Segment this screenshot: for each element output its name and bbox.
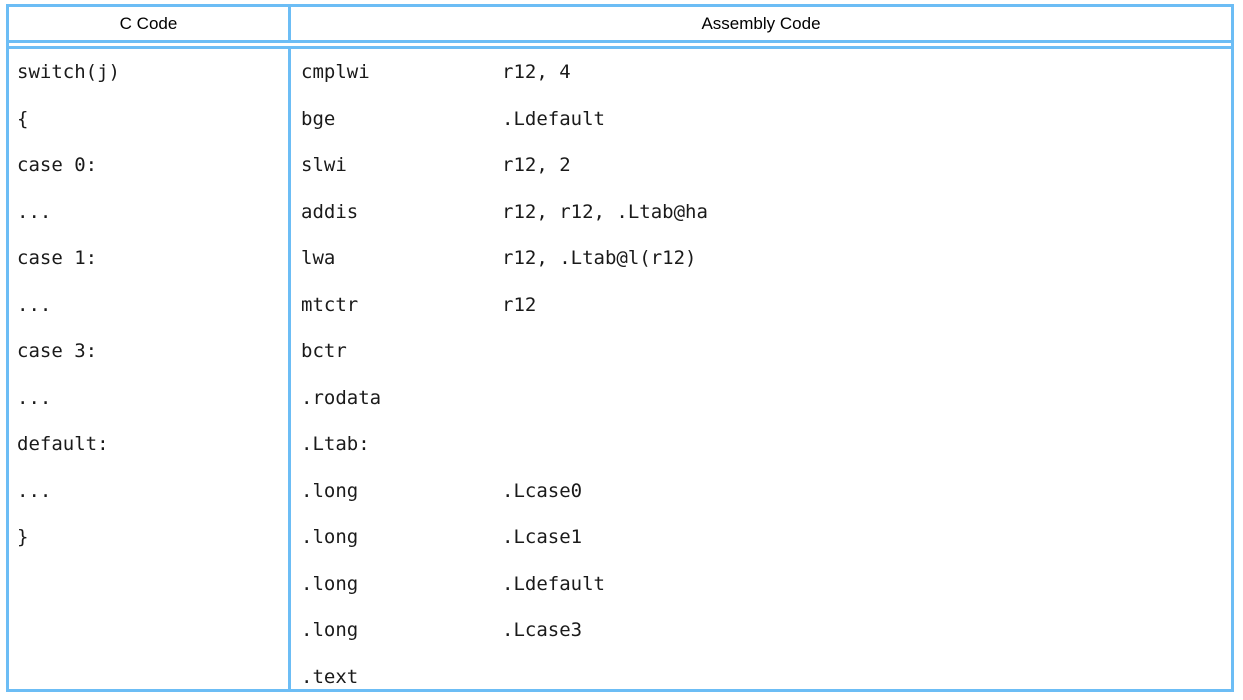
assembly-code-line: .long.Lcase1: [291, 514, 1231, 561]
c-code-line: {: [9, 96, 288, 143]
table-body: switch(j){case 0:...case 1:...case 3:...…: [6, 49, 1234, 692]
c-code-column: switch(j){case 0:...case 1:...case 3:...…: [9, 49, 291, 689]
c-code-line: ...: [9, 282, 288, 329]
assembly-mnemonic: mtctr: [301, 282, 502, 329]
assembly-code-line: bctr: [291, 328, 1231, 375]
assembly-code-line: .long.Lcase3: [291, 607, 1231, 654]
assembly-mnemonic: .Ltab:: [301, 421, 502, 468]
assembly-mnemonic: bctr: [301, 328, 502, 375]
c-code-line: ...: [9, 468, 288, 515]
c-code-line: case 0:: [9, 142, 288, 189]
assembly-code-line: .long.Lcase0: [291, 468, 1231, 515]
code-comparison-table: C Code Assembly Code switch(j){case 0:..…: [6, 4, 1234, 692]
assembly-operand: .Ldefault: [502, 96, 605, 143]
column-header-c-code: C Code: [9, 7, 291, 40]
assembly-code-line: .long.Ldefault: [291, 561, 1231, 608]
c-code-line: ...: [9, 375, 288, 422]
c-code-line: }: [9, 514, 288, 561]
c-code-line: ...: [9, 189, 288, 236]
assembly-mnemonic: .long: [301, 561, 502, 608]
assembly-mnemonic: .long: [301, 468, 502, 515]
assembly-operand: r12, 2: [502, 142, 571, 189]
assembly-operand: .Lcase3: [502, 607, 582, 654]
header-body-divider: [6, 40, 1234, 49]
c-code-line: case 1:: [9, 235, 288, 282]
assembly-mnemonic: cmplwi: [301, 49, 502, 96]
assembly-operand: .Lcase0: [502, 468, 582, 515]
table-header-row: C Code Assembly Code: [6, 4, 1234, 40]
assembly-operand: r12, 4: [502, 49, 571, 96]
assembly-mnemonic: .text: [301, 654, 502, 700]
assembly-code-line: .rodata: [291, 375, 1231, 422]
assembly-mnemonic: .rodata: [301, 375, 502, 422]
assembly-operand: r12, r12, .Ltab@ha: [502, 189, 708, 236]
assembly-operand: r12: [502, 282, 536, 329]
c-code-line: switch(j): [9, 49, 288, 96]
assembly-mnemonic: addis: [301, 189, 502, 236]
assembly-code-line: .text: [291, 654, 1231, 700]
assembly-code-line: .Ltab:: [291, 421, 1231, 468]
assembly-mnemonic: .long: [301, 514, 502, 561]
assembly-code-line: bge.Ldefault: [291, 96, 1231, 143]
assembly-mnemonic: .long: [301, 607, 502, 654]
c-code-line: default:: [9, 421, 288, 468]
column-header-assembly-code: Assembly Code: [291, 7, 1231, 40]
c-code-line: case 3:: [9, 328, 288, 375]
assembly-operand: .Lcase1: [502, 514, 582, 561]
assembly-operand: .Ldefault: [502, 561, 605, 608]
assembly-mnemonic: bge: [301, 96, 502, 143]
assembly-mnemonic: lwa: [301, 235, 502, 282]
assembly-operand: r12, .Ltab@l(r12): [502, 235, 696, 282]
assembly-mnemonic: slwi: [301, 142, 502, 189]
